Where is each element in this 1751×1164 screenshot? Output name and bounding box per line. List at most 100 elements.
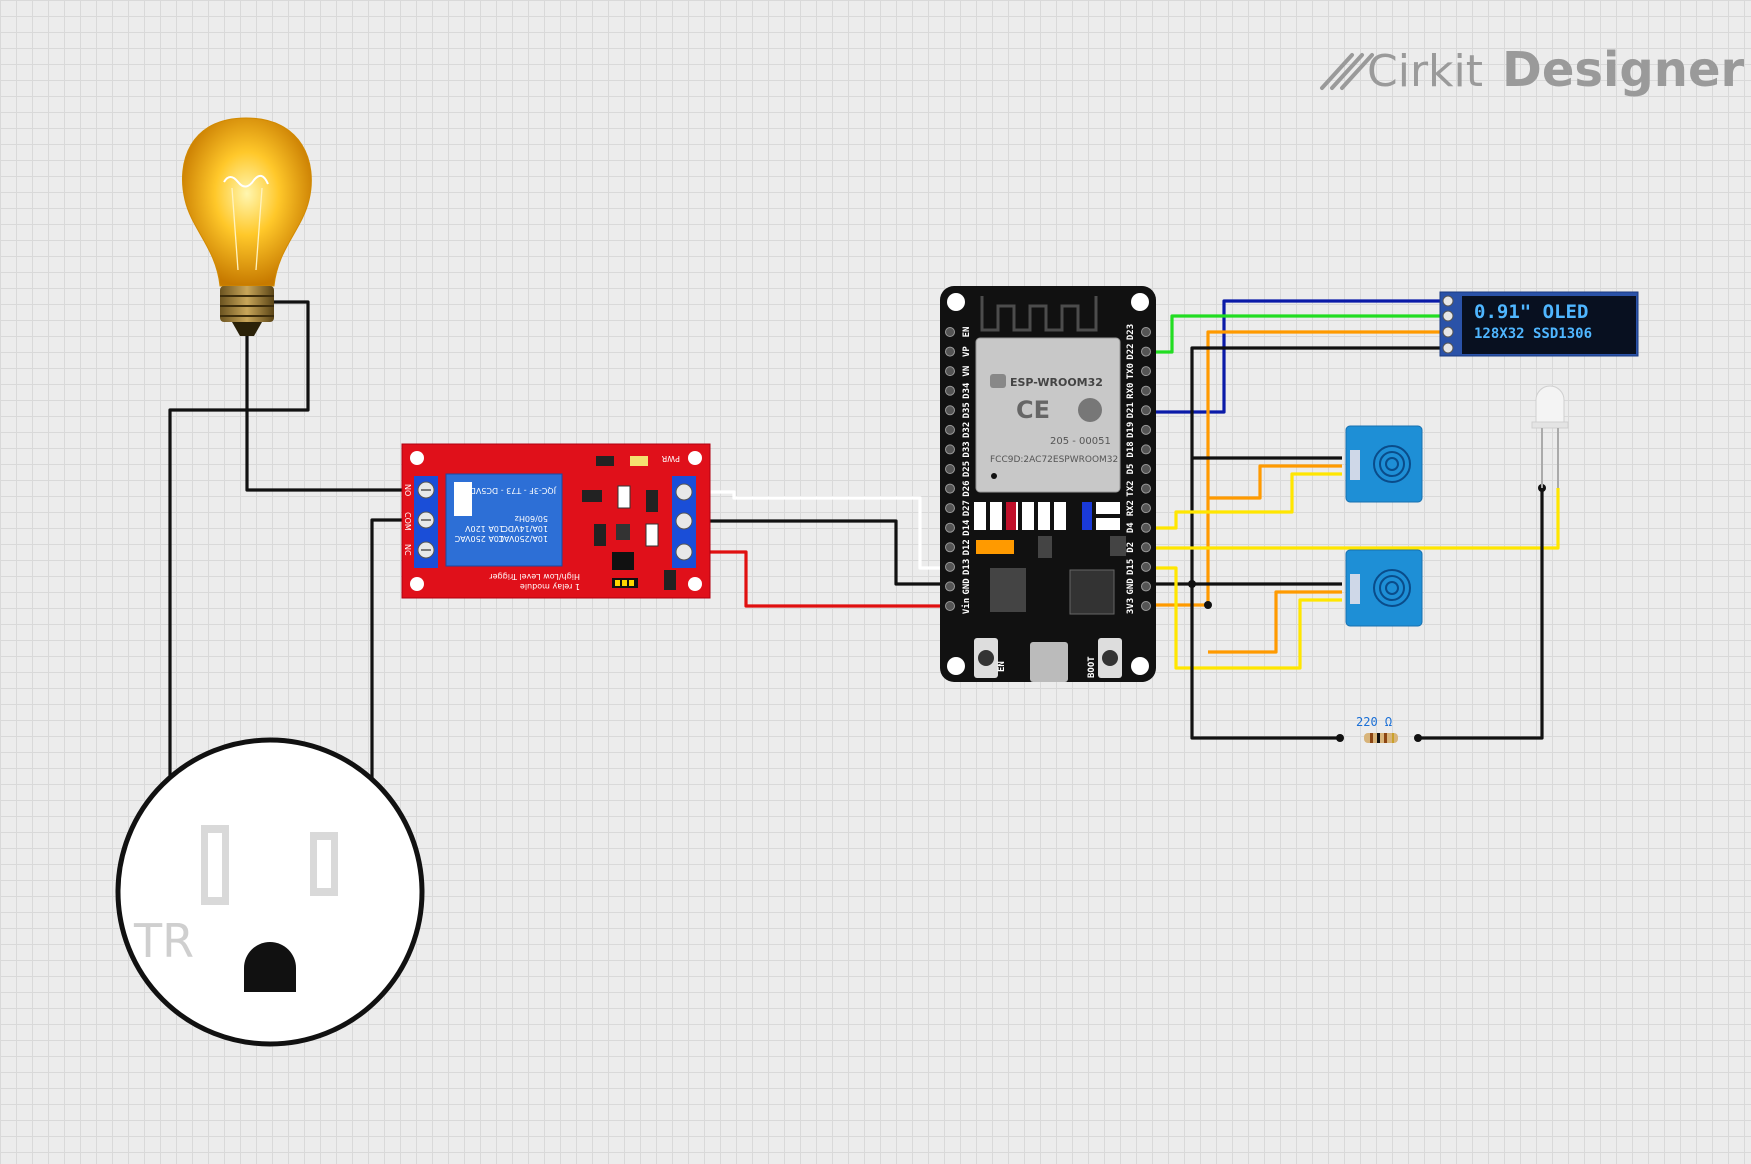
esp32-pin-tx2[interactable] bbox=[1141, 483, 1151, 494]
esp32-pin-label-d32: D32 bbox=[962, 422, 972, 438]
esp32-pin-label-d27: D27 bbox=[962, 500, 972, 516]
esp32-pin-d32[interactable] bbox=[945, 424, 955, 435]
esp32-pin-d25[interactable] bbox=[945, 464, 955, 474]
esp32-pin-d19[interactable] bbox=[1141, 424, 1151, 435]
relay-subtitle2: High/Low Level Trigger bbox=[489, 572, 580, 581]
relay-module[interactable]: NO COM NC JQC-3F - T73 - DC5VDC 10A 250V… bbox=[401, 443, 711, 599]
esp32-pin-d21[interactable] bbox=[1141, 405, 1151, 416]
wire-bulb-to-relay-no[interactable] bbox=[245, 318, 426, 492]
esp32-pin-label-d22: D22 bbox=[1126, 343, 1136, 359]
esp32-en-button[interactable]: EN bbox=[997, 661, 1007, 672]
esp32-pin-label-rx0: RX0 bbox=[1126, 383, 1136, 399]
touch-sensor-2[interactable] bbox=[1345, 549, 1423, 627]
wire-relay-vcc-red[interactable] bbox=[684, 550, 950, 608]
esp32-pin-label-d35: D35 bbox=[962, 402, 972, 418]
wire-oled-gnd-black[interactable] bbox=[1146, 346, 1448, 586]
esp32-board[interactable]: ESP-WROOM32 CE 205 - 00051 FCC9D:2AC72ES… bbox=[940, 286, 1156, 682]
wire-oled-scl-green[interactable] bbox=[1146, 314, 1448, 354]
resistor[interactable]: 220 Ω bbox=[1356, 715, 1398, 743]
esp32-right-header: D23D22TX0RX0D21D19D18D5TX2RX2D4D2D15GND3… bbox=[1126, 324, 1151, 614]
light-bulb[interactable] bbox=[182, 117, 312, 336]
wire-relay-gnd-black[interactable] bbox=[684, 519, 950, 586]
esp32-left-header: ENVPVND34D35D32D33D25D26D27D14D12D13GNDV… bbox=[945, 327, 972, 614]
led[interactable] bbox=[1531, 385, 1569, 488]
esp32-pin-d22[interactable] bbox=[1141, 346, 1151, 357]
wire-resistor-gnd-black[interactable] bbox=[1190, 584, 1340, 740]
esp32-ce-mark: CE bbox=[1016, 396, 1050, 424]
brand-logo: Cirkit Designer bbox=[1320, 42, 1745, 98]
esp32-pin-d2[interactable] bbox=[1141, 542, 1151, 553]
esp32-pin-label-d12: D12 bbox=[962, 539, 972, 555]
esp32-module-name: ESP-WROOM32 bbox=[1010, 376, 1103, 389]
relay-pin-com: COM bbox=[403, 512, 412, 531]
relay-pin-no: NO bbox=[403, 484, 412, 496]
esp32-pin-vn[interactable] bbox=[945, 366, 955, 377]
wires bbox=[168, 299, 1560, 864]
esp32-pin-d27[interactable] bbox=[945, 503, 955, 514]
wire-led-resistor-black[interactable] bbox=[1418, 488, 1544, 740]
outlet-label: TR bbox=[133, 914, 194, 968]
relay-subtitle1: 1 relay module bbox=[520, 582, 580, 591]
wire-led-sig-yellow[interactable] bbox=[1146, 488, 1560, 550]
esp32-pin-label-d26: D26 bbox=[962, 480, 972, 496]
esp32-pin-label-3v3: 3V3 bbox=[1126, 598, 1136, 614]
esp32-pin-gnd[interactable] bbox=[945, 581, 955, 592]
espressif-logo-icon bbox=[1078, 398, 1102, 422]
esp32-pin-d13[interactable] bbox=[945, 561, 955, 572]
esp32-pin-vp[interactable] bbox=[945, 346, 955, 357]
touch-sensor-1[interactable] bbox=[1345, 425, 1423, 503]
esp32-pin-rx0[interactable] bbox=[1141, 385, 1151, 396]
esp32-pin-label-d25: D25 bbox=[962, 461, 972, 477]
esp32-pin-d26[interactable] bbox=[945, 483, 955, 494]
esp32-pin-d23[interactable] bbox=[1141, 327, 1151, 337]
esp32-pin-label-d34: D34 bbox=[962, 382, 972, 399]
relay-rating4: 10A/14VDC bbox=[502, 524, 548, 533]
esp32-pin-d15[interactable] bbox=[1141, 561, 1151, 572]
esp32-pin-d4[interactable] bbox=[1141, 522, 1151, 533]
power-outlet[interactable]: TR bbox=[115, 737, 425, 1047]
wire-touch1-sig[interactable] bbox=[1146, 472, 1342, 530]
esp32-pin-d12[interactable] bbox=[945, 542, 955, 553]
wire-touch1-vcc[interactable] bbox=[1208, 464, 1342, 500]
brand-name-part1: Cirkit bbox=[1367, 46, 1483, 97]
esp32-pin-d18[interactable] bbox=[1141, 444, 1151, 455]
esp32-pin-en[interactable] bbox=[945, 327, 955, 337]
esp32-pin-d34[interactable] bbox=[945, 385, 955, 396]
esp32-pin-gnd[interactable] bbox=[1141, 581, 1151, 592]
brand-name-part2: Designer bbox=[1502, 42, 1745, 98]
esp32-pin-label-gnd: GND bbox=[962, 578, 972, 595]
relay-model: JQC-3F - T73 - DC5VDC bbox=[464, 486, 557, 495]
esp32-pin-3v3[interactable] bbox=[1141, 601, 1151, 611]
wire-relay-signal-white[interactable] bbox=[684, 490, 950, 570]
oled-display[interactable]: 0.91" OLED 128X32 SSD1306 bbox=[1439, 291, 1639, 357]
esp32-pin-label-vin: Vin bbox=[961, 598, 972, 614]
esp32-pin-label-d18: D18 bbox=[1126, 441, 1136, 457]
esp32-pin-label-d15: D15 bbox=[1126, 559, 1136, 575]
relay-rating5: 50/60Hz bbox=[515, 514, 548, 523]
esp32-pin-label-d21: D21 bbox=[1126, 402, 1136, 418]
relay-pwr-label: PWR bbox=[661, 454, 680, 463]
wire-oled-sda-blue[interactable] bbox=[1146, 299, 1448, 414]
oled-line1: 0.91" OLED bbox=[1474, 301, 1588, 323]
esp32-pin-label-tx2: TX2 bbox=[1126, 480, 1136, 496]
esp32-pin-label-d13: D13 bbox=[962, 559, 972, 575]
esp32-pin-label-d2: D2 bbox=[1126, 542, 1136, 553]
resistor-label: 220 Ω bbox=[1356, 715, 1392, 729]
esp32-pin-rx2[interactable] bbox=[1141, 503, 1151, 514]
esp32-pin-vin[interactable] bbox=[945, 601, 955, 611]
esp32-pin-label-vp: VP bbox=[962, 346, 972, 357]
esp32-pin-d33[interactable] bbox=[945, 444, 955, 455]
esp32-pin-d35[interactable] bbox=[945, 405, 955, 416]
esp32-pin-d5[interactable] bbox=[1141, 464, 1151, 474]
oled-line2: 128X32 SSD1306 bbox=[1474, 326, 1592, 342]
relay-pin-nc: NC bbox=[403, 544, 412, 556]
esp32-pin-tx0[interactable] bbox=[1141, 366, 1151, 377]
esp32-pin-d14[interactable] bbox=[945, 522, 955, 533]
esp32-pin-label-tx0: TX0 bbox=[1126, 363, 1136, 379]
wire-touch2-vcc[interactable] bbox=[1208, 590, 1342, 654]
esp32-pin-label-d5: D5 bbox=[1126, 464, 1136, 475]
esp32-boot-button[interactable]: BOOT bbox=[1087, 656, 1097, 678]
esp32-pin-label-rx2: RX2 bbox=[1126, 500, 1136, 516]
wire-touch2-sig[interactable] bbox=[1146, 566, 1342, 670]
